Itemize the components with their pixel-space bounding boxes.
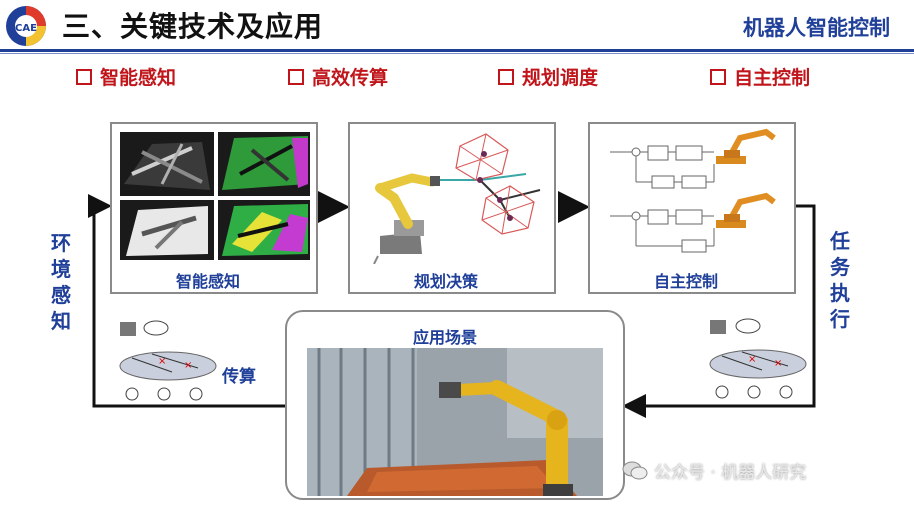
panel-caption: 规划决策 xyxy=(414,272,479,291)
panel-caption: 应用场景 xyxy=(413,328,478,347)
topic-label: 规划调度 xyxy=(522,67,599,89)
panel-caption: 智能感知 xyxy=(176,272,241,291)
topic-label: 自主控制 xyxy=(734,67,811,89)
network-diagram-left: × × xyxy=(119,320,217,401)
page-title: 三、关键技术及应用 xyxy=(62,10,324,43)
panel-caption: 自主控制 xyxy=(654,272,719,291)
panel-perception: 智能感知 xyxy=(110,122,318,294)
perception-image xyxy=(120,132,310,260)
panel-planning: 规划决策 xyxy=(348,122,556,294)
svg-text:×: × xyxy=(158,356,166,367)
application-photo xyxy=(307,348,603,496)
checkbox-icon xyxy=(498,68,514,85)
logo-text: CAE xyxy=(15,23,37,34)
cae-logo: CAE xyxy=(3,4,49,48)
header-divider-thin xyxy=(0,53,914,54)
page-subtitle: 机器人智能控制 xyxy=(743,16,890,40)
topic-scheduling: 规划调度 xyxy=(498,63,598,90)
control-diagram xyxy=(610,128,776,253)
topic-label: 智能感知 xyxy=(100,67,177,89)
label-transfer: 传算 xyxy=(222,367,256,387)
header: CAE 三、关键技术及应用 机器人智能控制 xyxy=(0,0,914,54)
svg-text:×: × xyxy=(748,354,756,365)
checkbox-icon xyxy=(710,68,726,85)
checkbox-icon xyxy=(76,68,92,85)
wechat-icon xyxy=(622,460,648,482)
svg-text:×: × xyxy=(774,358,782,369)
watermark-text: 公众号 · 机器人研究 xyxy=(654,463,807,483)
topic-label: 高效传算 xyxy=(312,67,389,89)
arrow-execution xyxy=(622,204,816,418)
checkbox-icon xyxy=(288,68,304,85)
panel-application: 应用场景 xyxy=(285,310,625,500)
label-task-execution: 任务执行 xyxy=(830,229,850,331)
label-environment-perception: 环境感知 xyxy=(51,231,71,333)
panel-control: 自主控制 xyxy=(588,122,796,294)
arrow-perception xyxy=(88,194,288,408)
topic-transfer: 高效传算 xyxy=(288,63,388,90)
topic-control: 自主控制 xyxy=(710,63,810,90)
header-divider xyxy=(0,49,914,52)
svg-text:×: × xyxy=(184,360,192,371)
planning-image xyxy=(373,133,541,264)
watermark: 公众号 · 机器人研究 xyxy=(622,458,806,483)
topic-perception: 智能感知 xyxy=(76,63,176,90)
network-diagram-right: × × xyxy=(709,318,807,399)
